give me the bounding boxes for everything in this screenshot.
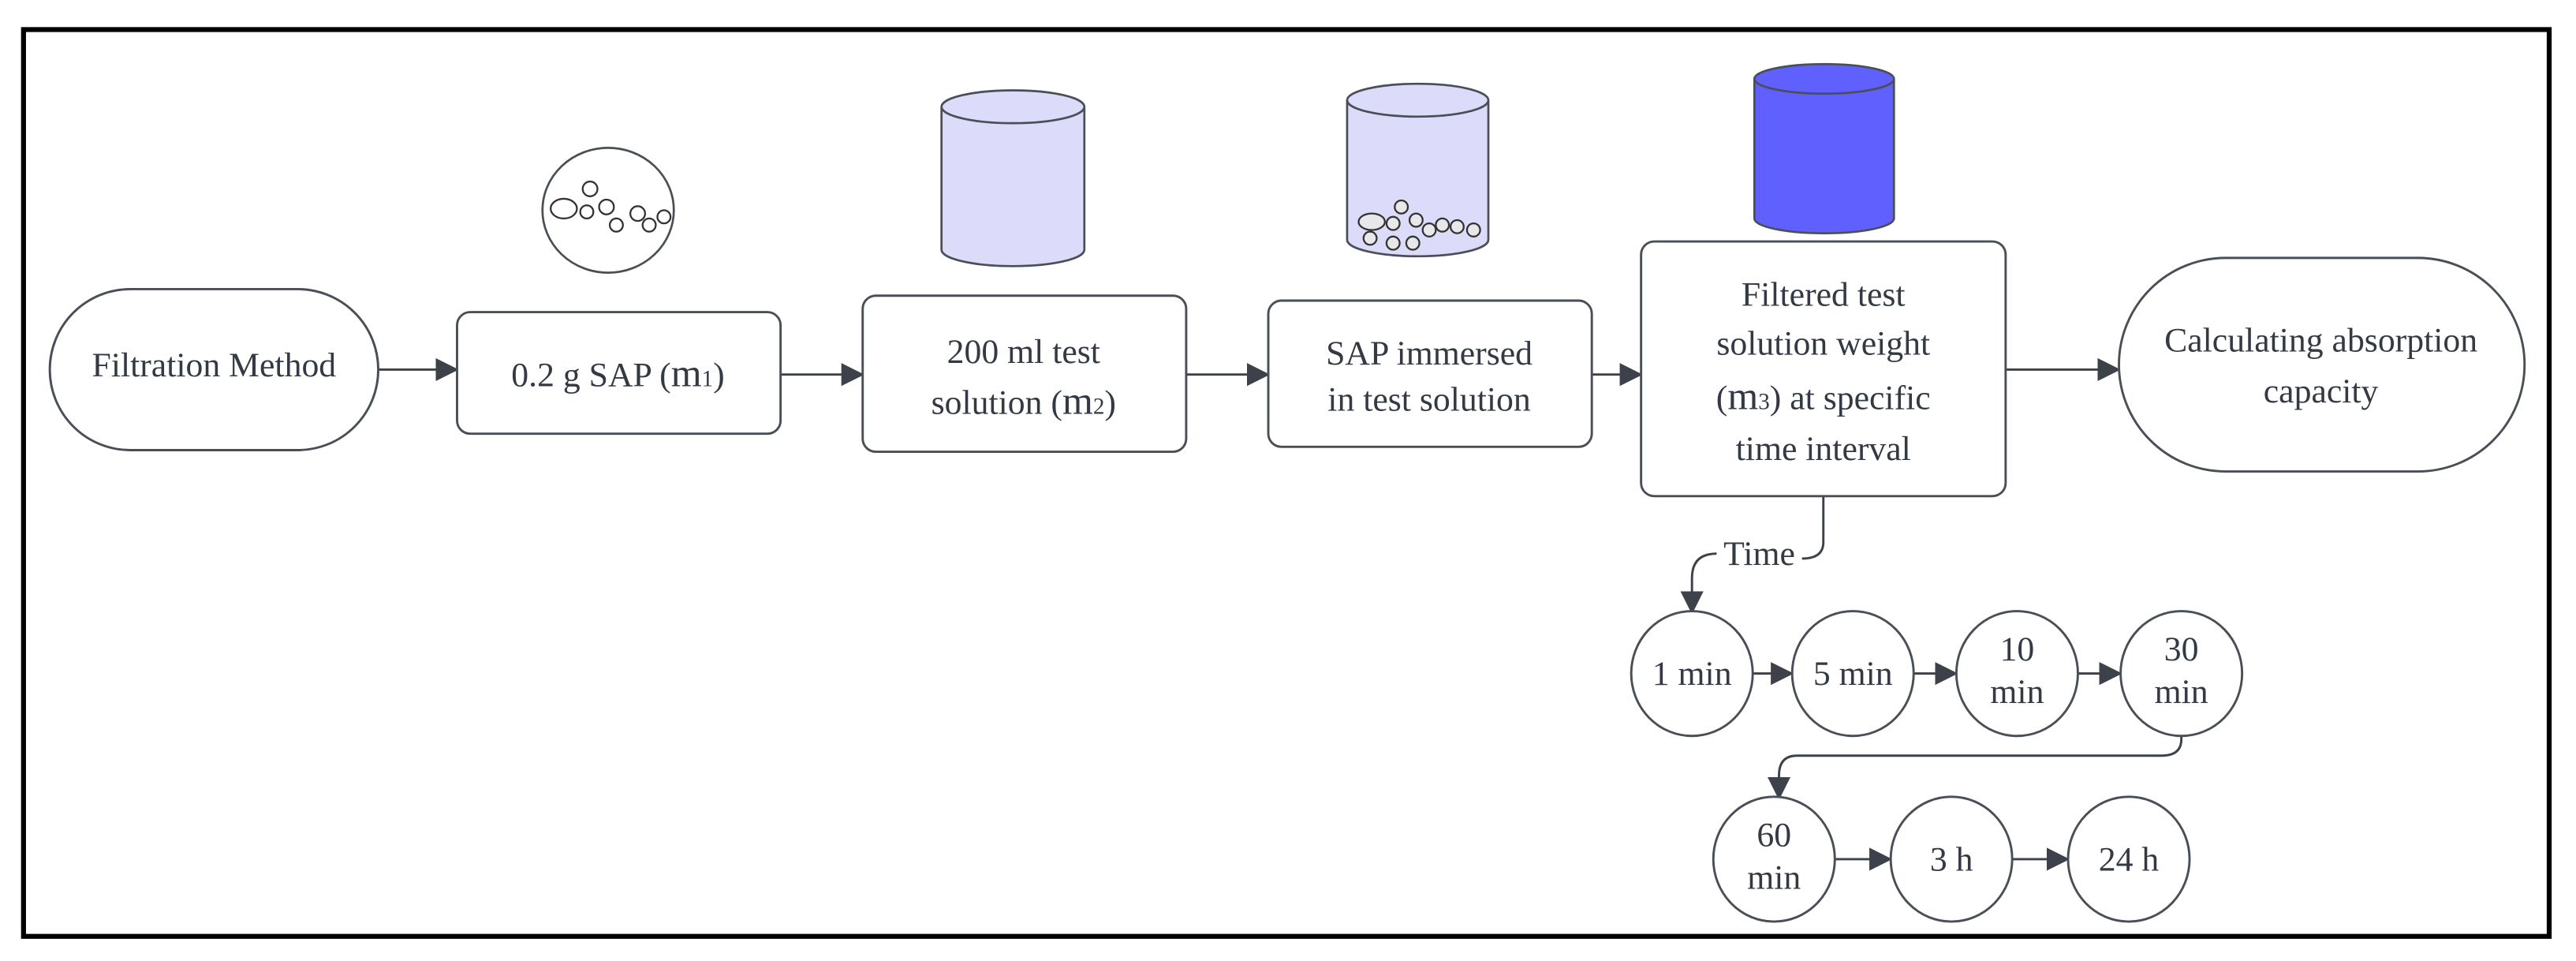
interval-1-min: 1 min (1630, 610, 1754, 738)
svg-text:24 h: 24 h (2099, 840, 2160, 878)
step-filtered-weight: Filtered test solution weight (m3) at sp… (1640, 240, 2007, 498)
sap-in-solution-cylinder-icon (1346, 82, 1490, 258)
svg-text:3 h: 3 h (1930, 840, 1973, 878)
svg-text:Filtration Method: Filtration Method (92, 346, 337, 384)
svg-text:60: 60 (1757, 816, 1791, 854)
step-test-solution: 200 ml test solution (m2) (861, 294, 1188, 454)
arrow-30min-60min (1767, 734, 2183, 800)
svg-text:capacity: capacity (2264, 372, 2379, 410)
interval-30-min: 30 min (2119, 610, 2244, 738)
svg-text:5 min: 5 min (1813, 655, 1893, 693)
svg-text:min: min (2155, 673, 2208, 711)
step-sap-mass: 0.2 g SAP (m1) (456, 311, 782, 436)
svg-text:Filtered test: Filtered test (1742, 275, 1906, 313)
svg-text:solution weight: solution weight (1716, 325, 1930, 363)
svg-text:(m3) at specific: (m3) at specific (1716, 373, 1931, 417)
svg-text:30: 30 (2164, 630, 2199, 668)
step-sap-immersed: SAP immersed in test solution (1267, 299, 1593, 448)
time-label: Time (1723, 535, 1795, 573)
interval-10-min: 10 min (1954, 610, 2079, 738)
svg-text:200 ml test: 200 ml test (947, 333, 1100, 371)
svg-text:time interval: time interval (1736, 430, 1911, 468)
end-node-calculating-absorption: Calculating absorption capacity (2118, 256, 2526, 473)
svg-text:Calculating absorption: Calculating absorption (2164, 322, 2477, 360)
start-node-filtration-method: Filtration Method (48, 287, 380, 451)
time-connector (1692, 495, 1825, 613)
interval-5-min: 5 min (1790, 610, 1915, 738)
interval-60-min: 60 min (1712, 795, 1836, 923)
filtered-solution-cylinder-icon (1753, 62, 1895, 235)
petri-dish-icon (541, 147, 675, 274)
interval-3-h: 3 h (1889, 795, 2014, 923)
svg-text:min: min (1747, 858, 1801, 896)
svg-text:1 min: 1 min (1652, 655, 1732, 693)
interval-24-h: 24 h (2066, 795, 2191, 923)
svg-text:solution (m2): solution (m2) (931, 379, 1116, 423)
test-solution-cylinder-icon (940, 89, 1086, 267)
diagram-frame (21, 27, 2552, 939)
svg-text:10: 10 (2000, 630, 2035, 668)
svg-text:min: min (1990, 673, 2044, 711)
svg-text:in test solution: in test solution (1327, 381, 1531, 419)
svg-text:0.2 g SAP (m1): 0.2 g SAP (m1) (511, 350, 724, 394)
svg-text:SAP immersed: SAP immersed (1326, 335, 1533, 372)
